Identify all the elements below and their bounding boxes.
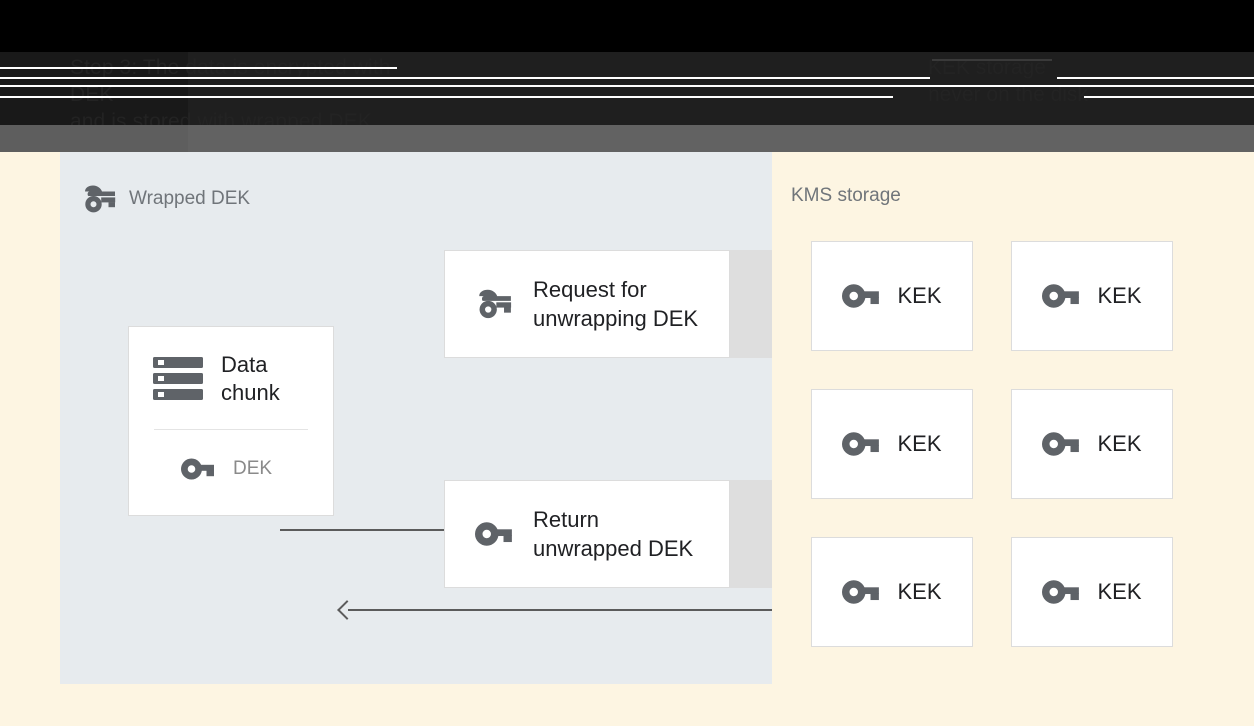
request-message-text: Request for unwrapping DEK <box>533 277 699 331</box>
kek-label: KEK <box>897 431 942 456</box>
kek-card-6[interactable]: KEK <box>1011 537 1173 647</box>
kek-label: KEK <box>1097 579 1142 604</box>
return-card-backing <box>730 480 772 588</box>
return-arrow-head <box>337 600 357 620</box>
header-left-notch <box>0 52 188 125</box>
storage-icon <box>151 355 205 403</box>
key-icon <box>842 283 880 309</box>
key-icon <box>475 521 513 547</box>
slide-title-right: KEK storage never on the disk <box>928 56 1088 106</box>
scanline-2 <box>0 77 930 79</box>
kms-storage-label: KMS storage <box>791 185 901 206</box>
scanline-5 <box>0 96 893 98</box>
data-chunk-divider <box>154 429 308 430</box>
scanline-3 <box>1057 77 1254 79</box>
wrapped-dek-label: Wrapped DEK <box>129 188 251 209</box>
kek-card-2[interactable]: KEK <box>1011 241 1173 351</box>
kek-card-3[interactable]: KEK <box>811 389 973 499</box>
scanline-4 <box>0 85 1254 87</box>
wrapped-key-icon <box>475 289 513 319</box>
return-arrow-line <box>348 609 772 611</box>
dek-label: DEK <box>233 458 273 479</box>
key-icon <box>1042 579 1080 605</box>
kek-label: KEK <box>1097 283 1142 308</box>
key-icon <box>842 579 880 605</box>
key-icon <box>181 458 215 480</box>
scanline-6 <box>1084 96 1254 98</box>
kek-label: KEK <box>897 579 942 604</box>
data-chunk-dek-row: DEK <box>151 458 311 480</box>
kek-card-1[interactable]: KEK <box>811 241 973 351</box>
data-chunk-card[interactable]: Data chunk DEK <box>128 326 334 516</box>
key-icon <box>1042 431 1080 457</box>
scanline-7 <box>932 59 1052 61</box>
kek-label: KEK <box>897 283 942 308</box>
data-chunk-title: Data chunk <box>221 352 280 405</box>
wrapped-key-icon <box>81 185 117 213</box>
top-gray-band <box>0 125 1254 152</box>
wrapped-dek-panel-label: Wrapped DEK <box>81 185 250 213</box>
slide-header-band <box>0 52 1254 125</box>
key-icon <box>1042 283 1080 309</box>
top-black-band <box>0 0 1254 52</box>
data-chunk-header: Data chunk <box>151 351 311 407</box>
return-message-text: Return unwrapped DEK <box>533 507 694 561</box>
kek-card-5[interactable]: KEK <box>811 537 973 647</box>
gray-band-left-notch <box>0 125 188 152</box>
slide-title-left: Step 3: The data is encrypted with DEK a… <box>70 56 391 133</box>
scanline-1 <box>0 67 397 69</box>
request-card-backing <box>730 250 772 358</box>
storage-panel: Wrapped DEK <box>60 152 772 684</box>
request-message-card[interactable]: Request for unwrapping DEK <box>444 250 730 358</box>
return-message-card[interactable]: Return unwrapped DEK <box>444 480 730 588</box>
key-icon <box>842 431 880 457</box>
kek-label: KEK <box>1097 431 1142 456</box>
kek-card-4[interactable]: KEK <box>1011 389 1173 499</box>
